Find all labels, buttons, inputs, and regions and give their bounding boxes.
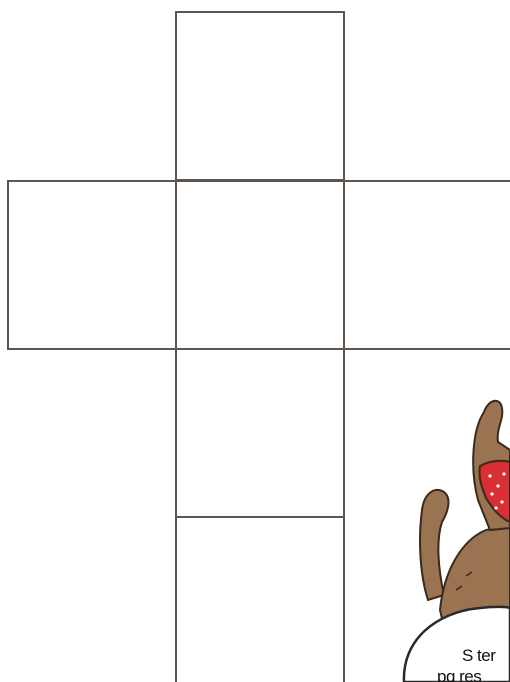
- cube-face-below: [175, 348, 345, 518]
- speech-bubble-line-1: S ter: [462, 647, 495, 664]
- cube-face-left: [7, 180, 177, 350]
- cube-face-top: [175, 11, 345, 181]
- cube-face-center: [175, 180, 345, 350]
- cube-face-right: [343, 180, 510, 350]
- speech-bubble-line-2: pq res: [437, 668, 481, 682]
- cube-face-bottom: [175, 516, 345, 682]
- cat-mascot-icon: [400, 390, 510, 682]
